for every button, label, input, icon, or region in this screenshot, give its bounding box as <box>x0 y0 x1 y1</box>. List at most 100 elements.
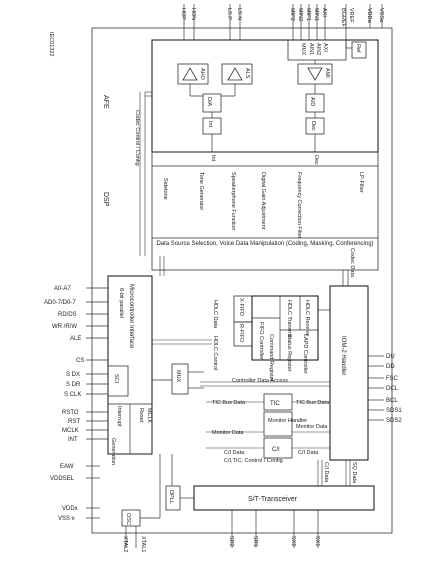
pin-int: INT <box>68 437 78 443</box>
sci-block <box>107 365 129 397</box>
xfifo-label: X-FIFO <box>238 298 244 317</box>
pin-hon: HON <box>190 8 196 20</box>
micro-mclk-label: MCLK <box>146 408 152 424</box>
reset-label: Reset <box>138 408 144 423</box>
tic-label: TIC <box>270 401 280 407</box>
ci-extra-label: C/I,TIC, Control / Config <box>224 458 283 464</box>
dpll-label: DPLL <box>168 490 174 504</box>
figure-id: IEC01322 <box>48 32 54 56</box>
generation-label: Generation <box>110 438 116 465</box>
pin-mip1: MIP1 <box>305 8 311 21</box>
speakerphone-label: Speakerphone Function <box>230 172 236 230</box>
sq-data-label: SQ Data <box>351 462 357 484</box>
data-source-label: Data Source Selection, Voice Data Manipu… <box>156 241 374 247</box>
pin-ad0-ad7: AD0-7/D0-7 <box>44 300 76 306</box>
mux-block <box>171 363 189 395</box>
pin-hop: HOP <box>180 8 186 20</box>
pin-cs: CS <box>76 358 84 364</box>
pin-dd: DD <box>386 364 395 370</box>
sci-label: SCI <box>113 374 119 384</box>
ad-label: A/D <box>309 97 315 106</box>
rfifo-label: R-FIFO <box>238 324 244 343</box>
iom2-handler-block <box>329 285 369 461</box>
ci-data-left: C/I Data <box>224 450 245 456</box>
left-pins: A0-A7 AD0-7/D0-7 RD/DS WR /R/W ALE CS S … <box>44 286 108 522</box>
dsp-label: DSP <box>102 192 109 207</box>
pin-bgref: BGREF <box>340 8 346 28</box>
ci-data-vertical: C/I Data <box>323 462 329 483</box>
codec-data-label: Codec Data <box>349 248 355 278</box>
pin-sr1: SR1 <box>252 536 258 547</box>
freq-corr-label: Frequency Correction Filter <box>296 172 302 239</box>
codec-control-link: Codec Control / Config <box>134 91 152 256</box>
sidetone-label: Sidetone <box>162 178 168 200</box>
pin-vref: VREF <box>348 8 354 23</box>
pin-sr2: SR2 <box>228 536 234 547</box>
als-amplifier <box>221 63 253 85</box>
als-amp-icon <box>227 67 243 81</box>
pin-vddx: VDDx <box>62 506 78 512</box>
dec-label: Dec <box>310 121 316 131</box>
pin-sclk: S CLK <box>64 392 81 398</box>
tic-bus-data-left: TIC Bus Data <box>212 400 246 406</box>
da-label: D/A <box>206 97 212 107</box>
pin-min1: MIN1 <box>313 8 319 21</box>
status-register-label: Status Register <box>286 334 292 372</box>
int-sep-label: Int <box>210 155 216 162</box>
amux-block <box>287 39 347 61</box>
als-label: ALS <box>244 68 250 79</box>
pin-wr-rw: WR /R/W <box>52 324 77 330</box>
lapd-label: LAPD Controller <box>302 334 308 374</box>
hdlc-recv-label: HDLC Receive <box>304 300 310 336</box>
aho-amplifier <box>177 63 209 85</box>
command-register-label: Command Register <box>268 334 274 382</box>
pin-fsc: FSC <box>386 376 399 382</box>
pin-eaw: EAW <box>60 464 74 470</box>
ctrl-data-access-label: Controller Data Access <box>232 378 288 384</box>
pin-min2: MIN2 <box>297 8 303 21</box>
data-source-box: Data Source Selection, Voice Data Manipu… <box>156 241 374 247</box>
digital-gain-label: Digital Gain Adjustment <box>260 172 266 230</box>
pin-bcl: BCL <box>386 398 398 404</box>
afe-block <box>151 39 379 153</box>
pin-xtal1: XTAL1 <box>140 536 146 552</box>
bottom-pins: XTAL2 XTAL1 SR2 SR1 SX2 SX1 <box>122 510 320 552</box>
ami-amp-icon <box>307 67 323 81</box>
pin-du: DU <box>386 354 395 360</box>
fifo-controller-label: FIFO Controller <box>258 322 264 360</box>
pin-rd-ds: RD/DS <box>58 312 77 318</box>
pin-lsp: LS P <box>226 8 232 20</box>
pin-vssx: VSS x <box>58 516 75 522</box>
interrupt-label: Interrupt <box>116 406 122 427</box>
pin-dcl: DCL <box>386 386 399 392</box>
afe-label: AFE <box>102 95 109 109</box>
codec-link-label: Codec Control / Config <box>134 110 140 166</box>
right-pins: DU DD FSC DCL BCL SDS1 SDS2 <box>368 354 402 424</box>
monitor-data-left: Monitor Data <box>212 430 244 436</box>
mux-label: MUX <box>175 370 181 383</box>
ci-label: C/I <box>272 447 280 453</box>
aho-label: AHO <box>199 68 205 81</box>
pin-rst: RST <box>68 419 80 425</box>
ami-label: AMI <box>324 68 330 78</box>
aho-amp-icon <box>182 67 198 81</box>
dsp-block <box>151 151 379 271</box>
pin-a0-a7: A0-A7 <box>54 286 71 292</box>
chip-outline <box>91 27 393 534</box>
ain1-label: AIN1 <box>308 43 314 55</box>
monitor-handler-block <box>263 411 293 437</box>
ci-data-right: C/I Data <box>298 450 319 456</box>
amux-label: MUX <box>300 43 306 56</box>
pin-axi: AXI <box>321 8 327 17</box>
ref-label: Ref <box>355 44 361 53</box>
int-label: Int <box>207 121 213 128</box>
dec-sep-label: Dec <box>313 155 319 165</box>
pin-sds2: SDS2 <box>386 418 402 424</box>
pin-vdda: VDDa <box>366 8 372 24</box>
pin-vssa: VSSa <box>378 8 384 23</box>
st-transceiver-block <box>193 485 375 511</box>
monitor-handler-label: Monitor Handler <box>268 418 307 424</box>
pin-sdr: S DR <box>66 382 81 388</box>
pin-mclk: MCLK <box>62 428 79 434</box>
